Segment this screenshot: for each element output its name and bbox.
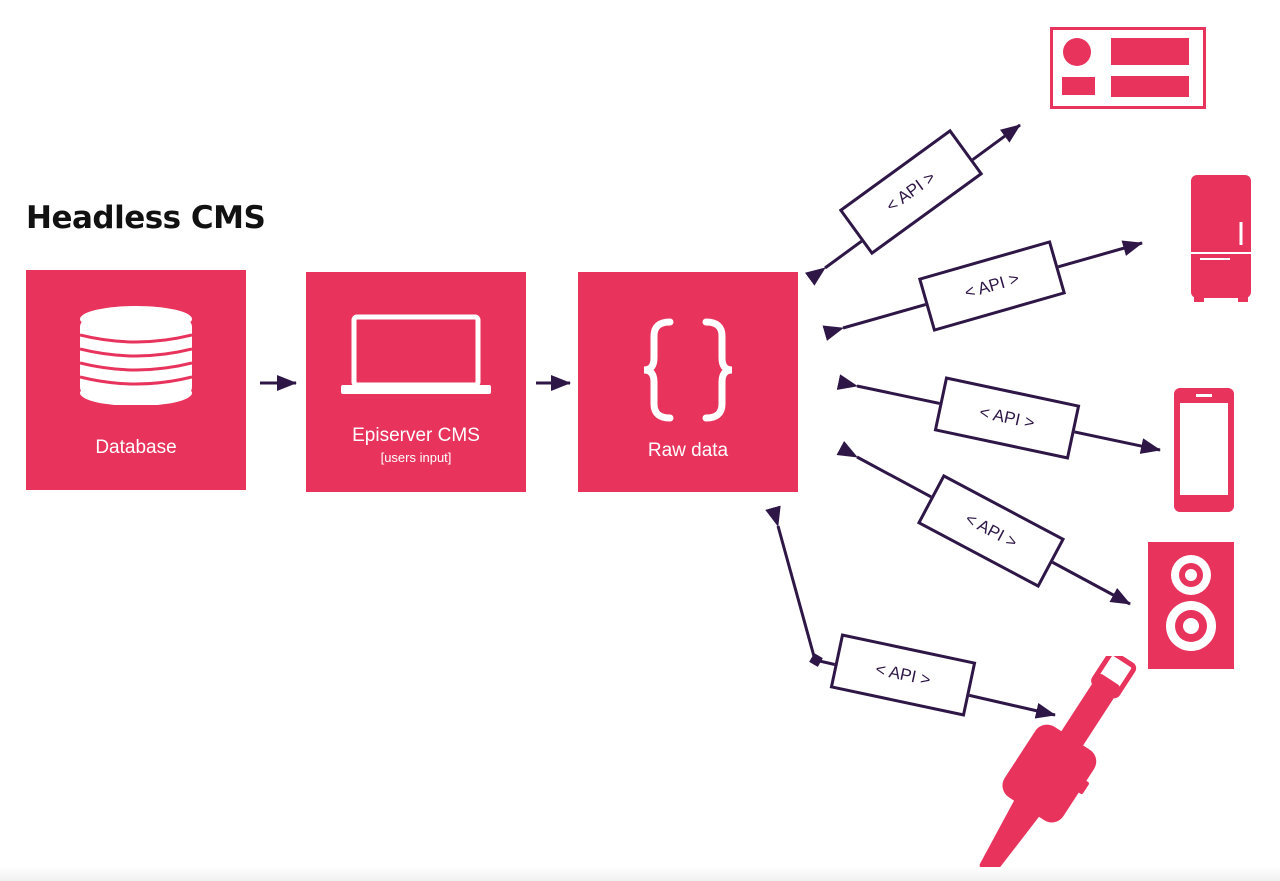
raw-data-label: Raw data bbox=[647, 440, 729, 461]
database-label: Database bbox=[95, 437, 177, 458]
database-box: Database bbox=[26, 270, 246, 490]
smartwatch-icon bbox=[979, 656, 1137, 876]
curly-braces-icon bbox=[643, 318, 733, 422]
raw-data-box: Raw data bbox=[578, 272, 798, 492]
fridge-icon bbox=[1191, 175, 1251, 302]
cms-label: Episerver CMS bbox=[352, 425, 480, 446]
bottom-edge bbox=[0, 867, 1280, 881]
database-icon bbox=[80, 306, 192, 405]
speaker-icon bbox=[1148, 542, 1234, 669]
website-layout-icon bbox=[1050, 27, 1206, 109]
cms-box: Episerver CMS [users input] bbox=[306, 272, 526, 492]
cms-sublabel: [users input] bbox=[380, 450, 452, 465]
diagram-title: Headless CMS bbox=[26, 200, 266, 236]
smartphone-icon bbox=[1174, 388, 1234, 512]
laptop-icon bbox=[341, 314, 491, 394]
